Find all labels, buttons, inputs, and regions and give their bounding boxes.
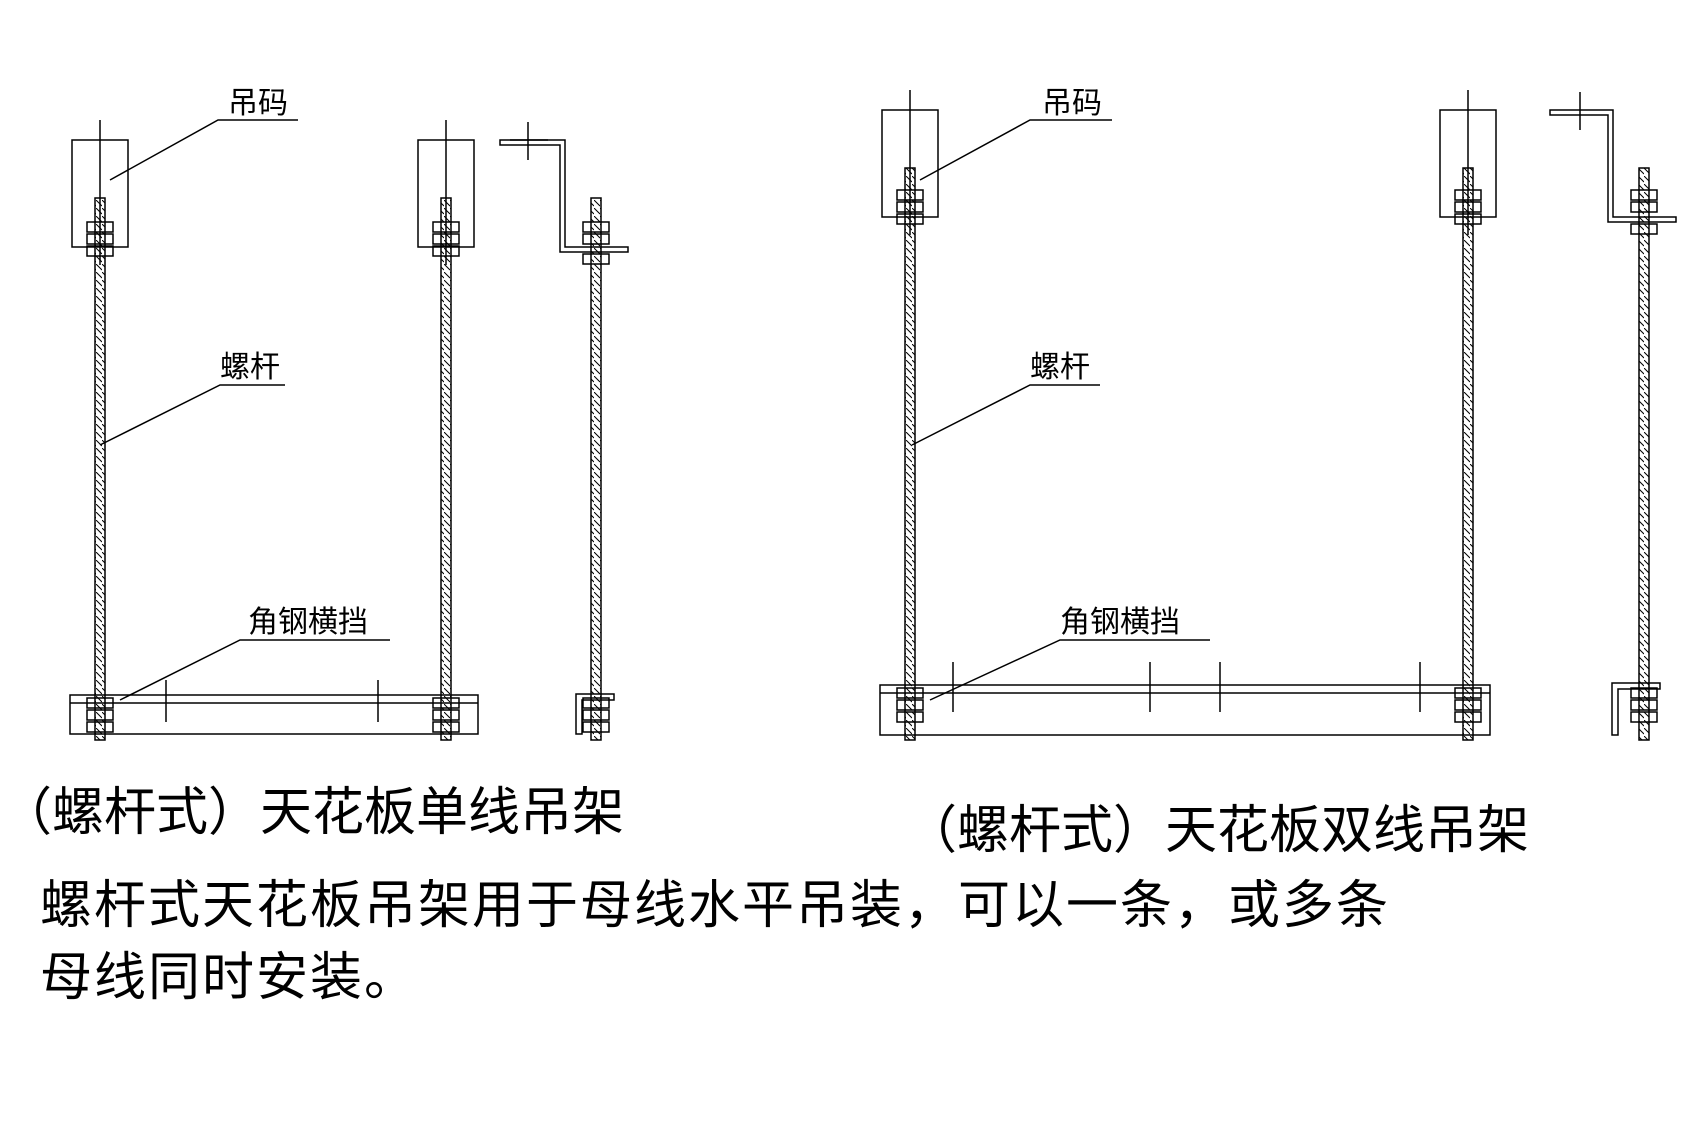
label-threaded-rod-1: 螺杆: [220, 350, 280, 385]
single-line-hanger: [69, 119, 629, 741]
nut-stack-top: [86, 221, 610, 265]
leader-hanger-block-2: [919, 119, 1112, 181]
leader-threaded-rod-2: [911, 384, 1100, 446]
label-hanger-block-2: 吊码: [1042, 86, 1102, 121]
z-bracket: [499, 139, 629, 253]
leader-hanger-block-1: [109, 119, 298, 181]
threaded-rod-middle: [440, 197, 452, 741]
threaded-rod-right-1: [904, 167, 916, 741]
label-angle-crossbar-1: 角钢横挡: [248, 605, 368, 640]
nut-stack-top-double: [896, 189, 1658, 235]
label-hanger-block-1: 吊码: [228, 86, 288, 121]
angle-crossbar-single: [69, 694, 479, 735]
nut-stack-bottom-double: [896, 687, 1658, 723]
leader-angle-crossbar-2: [929, 639, 1210, 701]
nut-stack-bottom: [86, 697, 610, 733]
leader-angle-crossbar-1: [119, 639, 390, 701]
caption-double-hanger: （螺杆式）天花板双线吊架: [905, 801, 1529, 861]
caption-single-hanger: （螺杆式）天花板单线吊架: [0, 783, 624, 843]
z-bracket-double: [1549, 109, 1677, 223]
double-line-hanger: [879, 90, 1677, 741]
description-line-1: 螺杆式天花板吊架用于母线水平吊装，可以一条，或多条: [40, 876, 1391, 936]
angle-side-single: [575, 693, 615, 735]
threaded-rod-right-2: [1462, 167, 1474, 741]
angle-side-double: [1611, 682, 1661, 736]
threaded-rod-side: [590, 197, 602, 741]
leader-threaded-rod-1: [99, 384, 285, 446]
description-line-2: 母线同时安装。: [40, 948, 419, 1008]
label-angle-crossbar-2: 角钢横挡: [1060, 605, 1180, 640]
description: 螺杆式天花板吊架用于母线水平吊装，可以一条，或多条 母线同时安装。: [40, 870, 1640, 1014]
threaded-rod-right-side: [1638, 167, 1650, 741]
label-threaded-rod-2: 螺杆: [1030, 350, 1090, 385]
threaded-rod-left: [94, 197, 106, 741]
angle-crossbar-double: [879, 684, 1491, 736]
